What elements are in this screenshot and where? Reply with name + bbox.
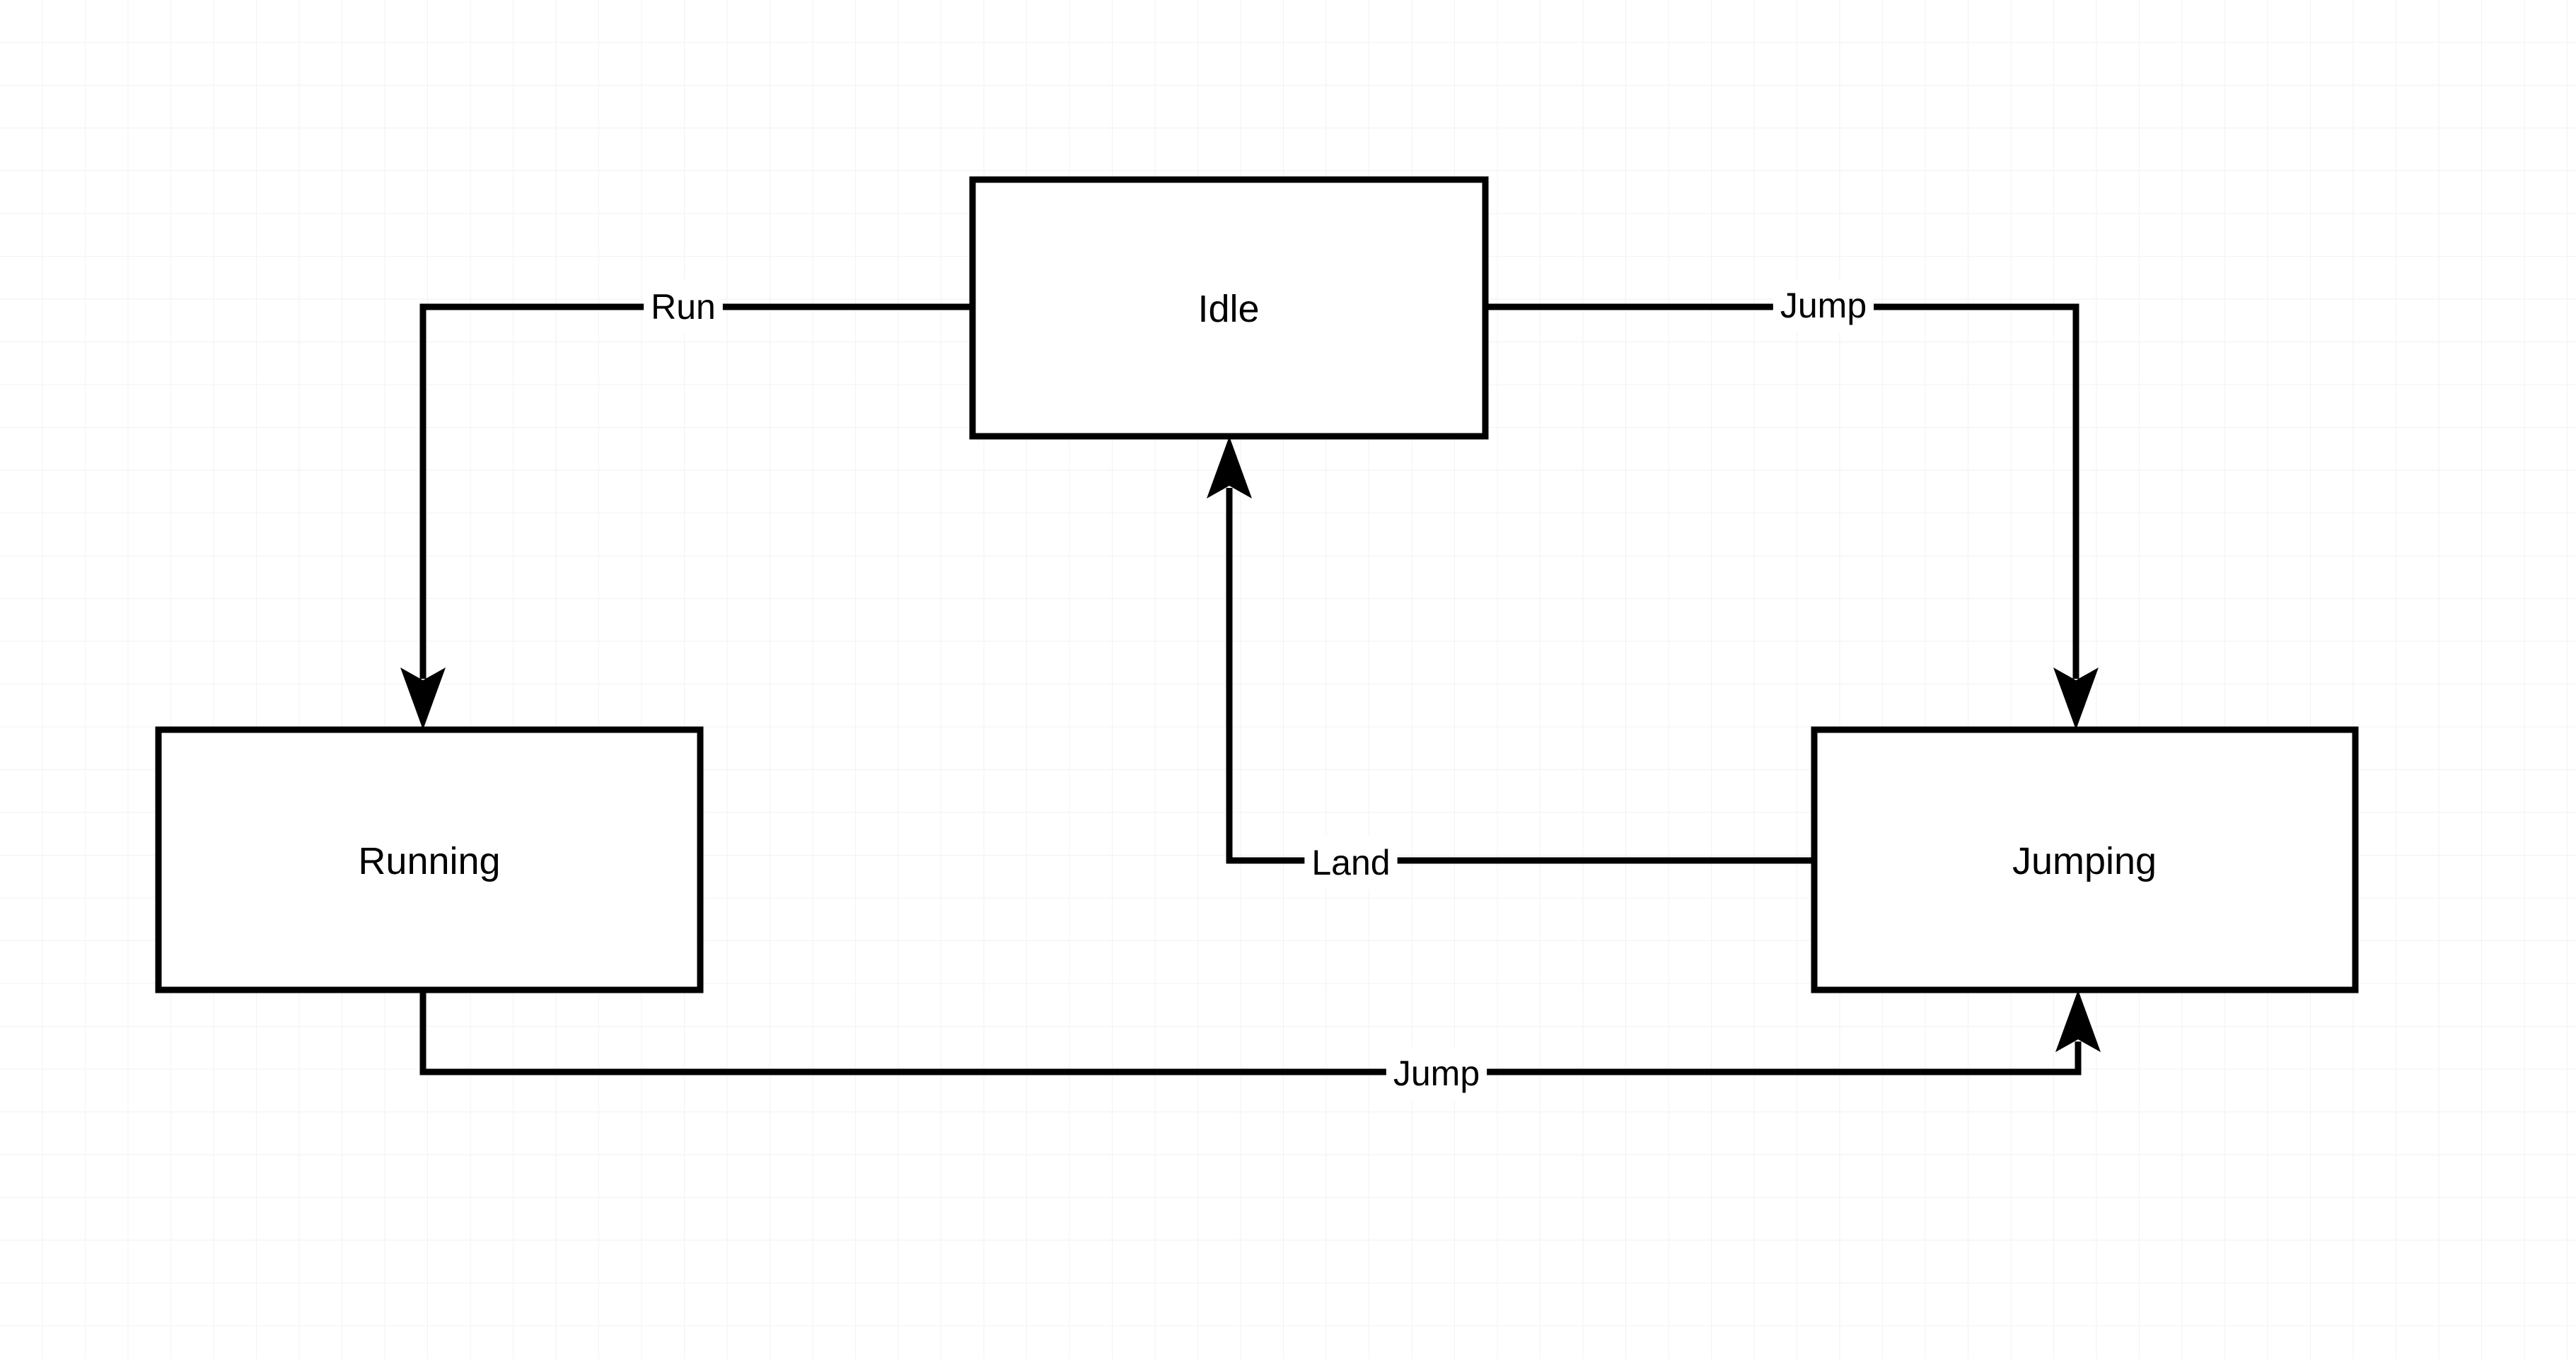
edge-jumping-to-idle-path [1226, 488, 1814, 864]
edge-label-jump-top: Jump [1780, 286, 1867, 325]
edge-label-jump-bottom: Jump [1393, 1054, 1480, 1093]
node-jumping-label: Jumping [2012, 840, 2157, 882]
edge-label-mask [1773, 279, 1874, 332]
node-jumping-rect[interactable] [1811, 726, 2359, 993]
node-idle-rect[interactable] [969, 176, 1489, 440]
arrowhead-down-jumping [2053, 667, 2099, 730]
edge-label-mask [644, 280, 723, 334]
arrowhead-down-running [400, 667, 446, 730]
edge-idle-to-jumping[interactable]: Jump [1485, 279, 2099, 730]
edge-idle-to-jumping-path [1485, 303, 2079, 679]
node-idle[interactable]: Idle [969, 176, 1489, 440]
arrowhead-up-jumping-bottom [2055, 990, 2101, 1052]
node-idle-label: Idle [1197, 288, 1259, 330]
edge-idle-to-running[interactable]: Run [400, 280, 973, 730]
edge-label-mask [1304, 836, 1398, 890]
edge-running-to-jumping-path [419, 990, 2082, 1075]
edge-running-to-jumping[interactable]: Jump [419, 990, 2101, 1100]
edge-label-mask [1386, 1046, 1487, 1100]
edge-idle-to-running-path [419, 303, 973, 679]
edge-label-run: Run [651, 287, 716, 327]
node-running[interactable]: Running [155, 726, 704, 993]
edge-label-land: Land [1311, 843, 1390, 882]
edge-jumping-to-idle[interactable]: Land [1207, 436, 1814, 890]
arrowhead-up-idle [1207, 436, 1252, 498]
node-jumping[interactable]: Jumping [1811, 726, 2359, 993]
node-running-rect[interactable] [155, 726, 704, 993]
node-running-label: Running [358, 840, 500, 882]
